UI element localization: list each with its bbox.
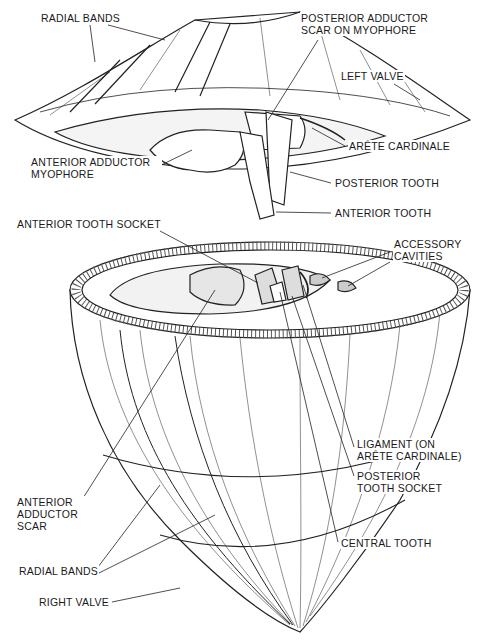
part-label: RADIAL BANDS: [40, 12, 121, 24]
central-tooth: [270, 282, 286, 302]
part-label: ARÊTE CARDINALE: [348, 140, 451, 152]
part-label: POSTERIOR TOOTH: [334, 177, 440, 189]
part-label: ANTERIOR TOOTH SOCKET: [16, 218, 162, 230]
anterior-tooth: [240, 132, 274, 219]
part-label: LEFT VALVE: [340, 70, 405, 82]
part-label: CENTRAL TOOTH: [340, 537, 433, 549]
leader-lines: [78, 25, 420, 602]
part-label: POSTERIOR TOOTH SOCKET: [356, 470, 458, 494]
part-label: POSTERIOR ADDUCTOR SCAR ON MYOPHORE: [300, 12, 437, 36]
tooth-sockets: [255, 266, 304, 304]
part-label: LIGAMENT (ON ARÊTE CARDINALE): [356, 438, 470, 462]
part-label: ACCESSORY CAVITIES: [393, 238, 475, 262]
arete-cardinale: [300, 118, 345, 140]
part-label: ANTERIOR ADDUCTOR SCAR: [16, 496, 90, 532]
left-valve-ridge: [195, 12, 300, 24]
part-label: RIGHT VALVE: [38, 596, 110, 608]
radial-band: [120, 330, 293, 625]
anterior-myophore: [150, 130, 244, 172]
body-cavity: [110, 264, 330, 314]
ligament: [300, 272, 308, 298]
part-label: RADIAL BANDS: [18, 565, 99, 577]
part-label: ANTERIOR TOOTH: [334, 207, 432, 219]
anterior-adductor-scar: [190, 267, 244, 305]
right-valve-body: [70, 290, 470, 632]
accessory-cavities: [310, 274, 356, 292]
radial-band: [175, 22, 230, 96]
part-label: ANTERIOR ADDUCTOR MYOPHORE: [30, 156, 162, 180]
